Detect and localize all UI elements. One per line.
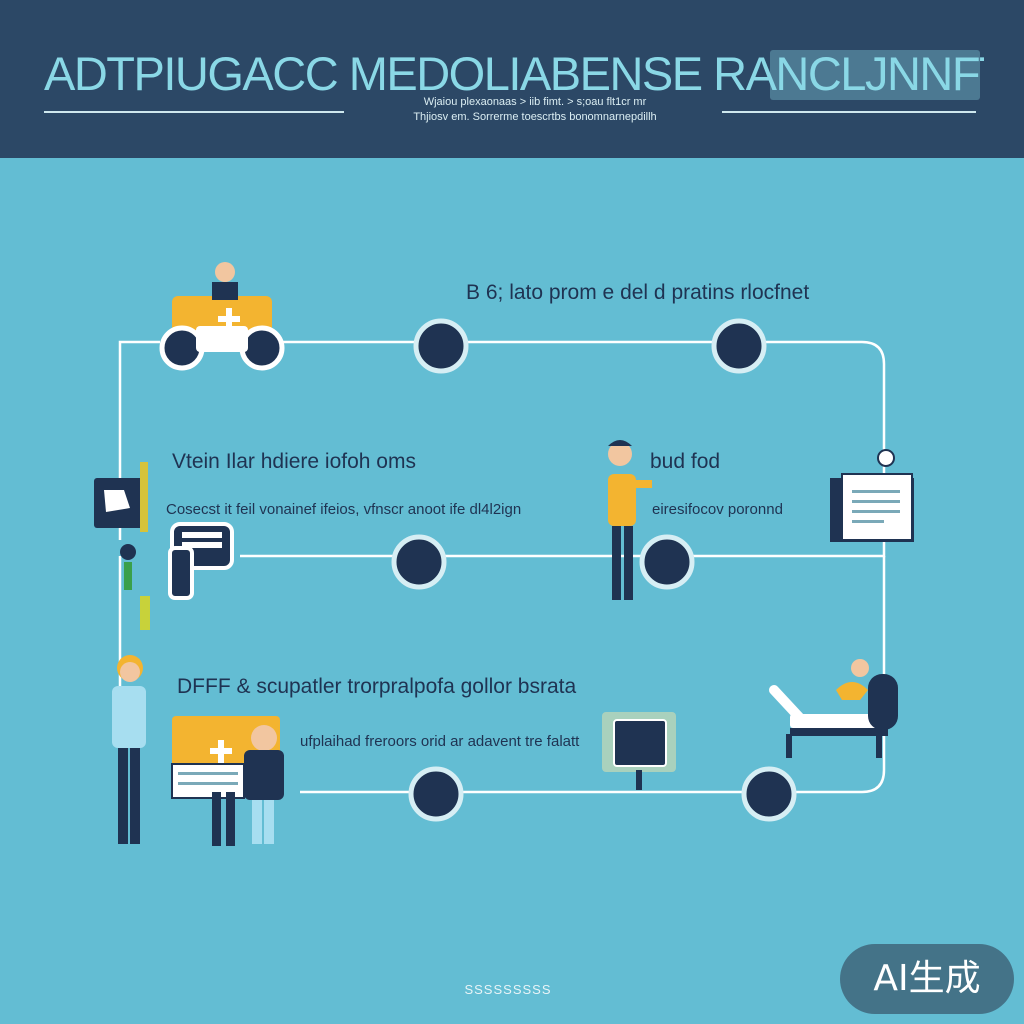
flow-node — [639, 534, 695, 590]
person-icon — [120, 544, 150, 630]
flow-node — [741, 766, 797, 822]
header-banner: ADTPIUGACC MEDOLIABENSE RANCLJNNFTCP Wja… — [0, 0, 1024, 158]
flow-node — [408, 766, 464, 822]
page-title: ADTPIUGACC MEDOLIABENSE RANCLJNNFTCP — [44, 48, 984, 100]
monitor-icon — [94, 462, 148, 532]
monitor-icon — [602, 712, 676, 790]
clipboard-icon — [171, 716, 284, 846]
flow-node — [711, 318, 767, 374]
subtitle-line-2: Thjiosv em. Sorrerme toescrtbs bonomnarn… — [413, 111, 657, 123]
page-subtitle: Wjaiou plexaonaas > iib fimt. > s;oau fl… — [360, 95, 710, 125]
step-3-heading: bud fod — [650, 450, 721, 473]
title-highlight — [770, 50, 980, 100]
subtitle-line-1: Wjaiou plexaonaas > iib fimt. > s;oau fl… — [423, 96, 647, 108]
person-icon — [608, 440, 652, 600]
flow-node — [391, 534, 447, 590]
doctor-cart-icon — [159, 262, 285, 371]
bed-icon — [769, 659, 898, 758]
footer-mark: SSSSSSSSS — [464, 982, 552, 997]
step-4-description: ufplaihad freroors orid ar adavent tre f… — [300, 733, 580, 750]
person-icon — [112, 655, 146, 844]
step-1-heading: B 6; lato prom e del d pratins rlocfnet — [466, 281, 810, 304]
header-divider-left — [44, 111, 344, 113]
connector-bottom — [300, 556, 886, 794]
step-4-heading: DFFF & scupatler trorpralpofa gollor bsr… — [177, 675, 577, 698]
step-2-heading: Vtein Ilar hdiere iofoh oms — [172, 450, 416, 473]
step-2-description: Cosecst it feil vonainef ifeios, vfnscr … — [166, 501, 522, 518]
ai-generated-badge: AI生成 — [840, 944, 1014, 1014]
connector-middle — [118, 340, 880, 558]
document-icon — [830, 449, 914, 542]
card-icon — [168, 522, 234, 600]
header-divider-right — [722, 111, 976, 113]
connector-top — [240, 340, 886, 558]
flow-node — [413, 318, 469, 374]
step-3-description: eiresifocov poronnd — [652, 501, 783, 518]
